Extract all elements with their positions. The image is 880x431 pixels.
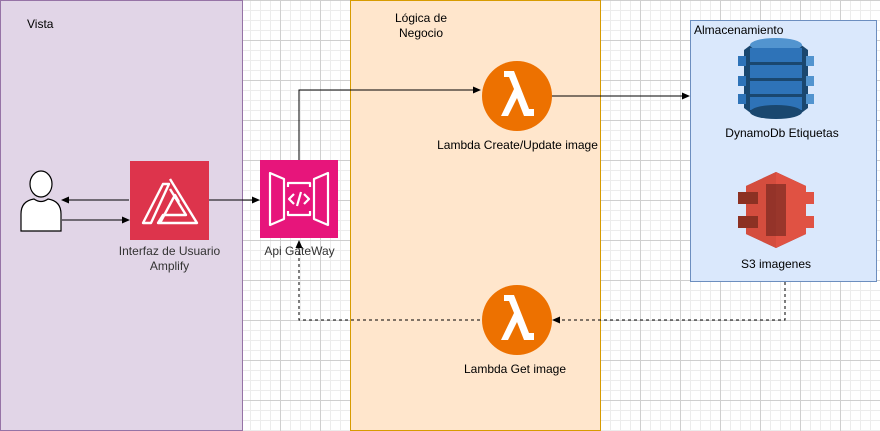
- api-gateway-label: Api GateWay: [264, 244, 335, 258]
- lambda-create-label: Lambda Create/Update image: [437, 138, 598, 152]
- connector-lambda-get-apigateway: [295, 240, 480, 321]
- user-icon: [20, 170, 62, 232]
- logica-negocio-label: Lógica de Negocio: [394, 11, 448, 40]
- amplify-icon: [130, 161, 209, 240]
- api-gateway-icon: [260, 160, 338, 238]
- dynamodb-label: DynamoDb Etiquetas: [725, 126, 839, 140]
- s3-icon: [738, 172, 814, 248]
- connector-apigateway-lambda-create: [298, 86, 481, 160]
- lambda-create-icon: [482, 61, 552, 131]
- connector-s3-lambda-get: [552, 282, 786, 324]
- lambda-get-label: Lambda Get image: [463, 362, 567, 376]
- almacenamiento-label: Almacenamiento: [694, 23, 784, 37]
- amplify-label: Interfaz de Usuario Amplify: [118, 244, 221, 273]
- s3-label: S3 imagenes: [740, 257, 812, 271]
- dynamodb-icon: [738, 38, 814, 119]
- lambda-get-icon: [482, 285, 552, 355]
- logica-negocio-region: [350, 0, 601, 431]
- vista-label: Vista: [27, 17, 54, 31]
